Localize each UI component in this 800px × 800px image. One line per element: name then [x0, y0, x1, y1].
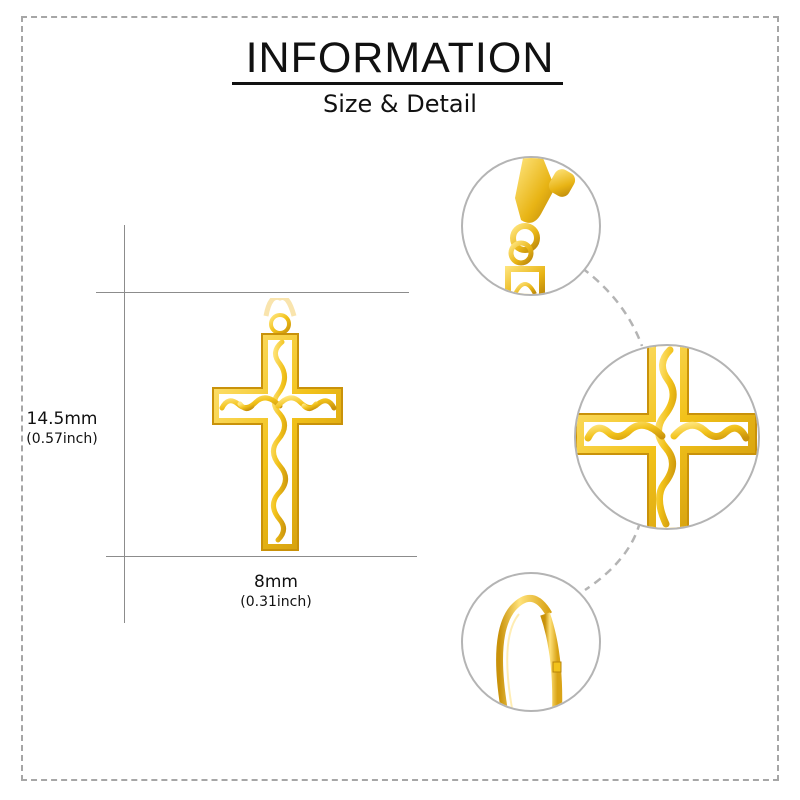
- filigree-cross-icon: [576, 346, 757, 528]
- width-dimension: 8mm (0.31inch): [176, 572, 376, 612]
- width-mm: 8mm: [254, 572, 298, 592]
- page-title: INFORMATION: [245, 34, 555, 82]
- detail-circle-hook: [461, 572, 601, 712]
- title-underline: [232, 82, 563, 85]
- top-guide-line: [96, 292, 409, 293]
- detail-circle-cross: [574, 344, 760, 530]
- cross-pendant-image: [212, 298, 343, 551]
- lobster-clasp-icon: [505, 158, 576, 294]
- height-inch: (0.57inch): [26, 431, 98, 447]
- dashed-border-frame: [21, 16, 779, 781]
- page-subtitle: Size & Detail: [323, 90, 477, 118]
- bottom-guide-line: [106, 556, 417, 557]
- vertical-guide-line: [124, 225, 125, 623]
- height-dimension: 14.5mm (0.57inch): [0, 409, 124, 449]
- earring-hook-icon: [496, 595, 563, 710]
- width-inch: (0.31inch): [240, 594, 312, 610]
- detail-circle-clasp: [461, 156, 601, 296]
- height-mm: 14.5mm: [26, 409, 98, 429]
